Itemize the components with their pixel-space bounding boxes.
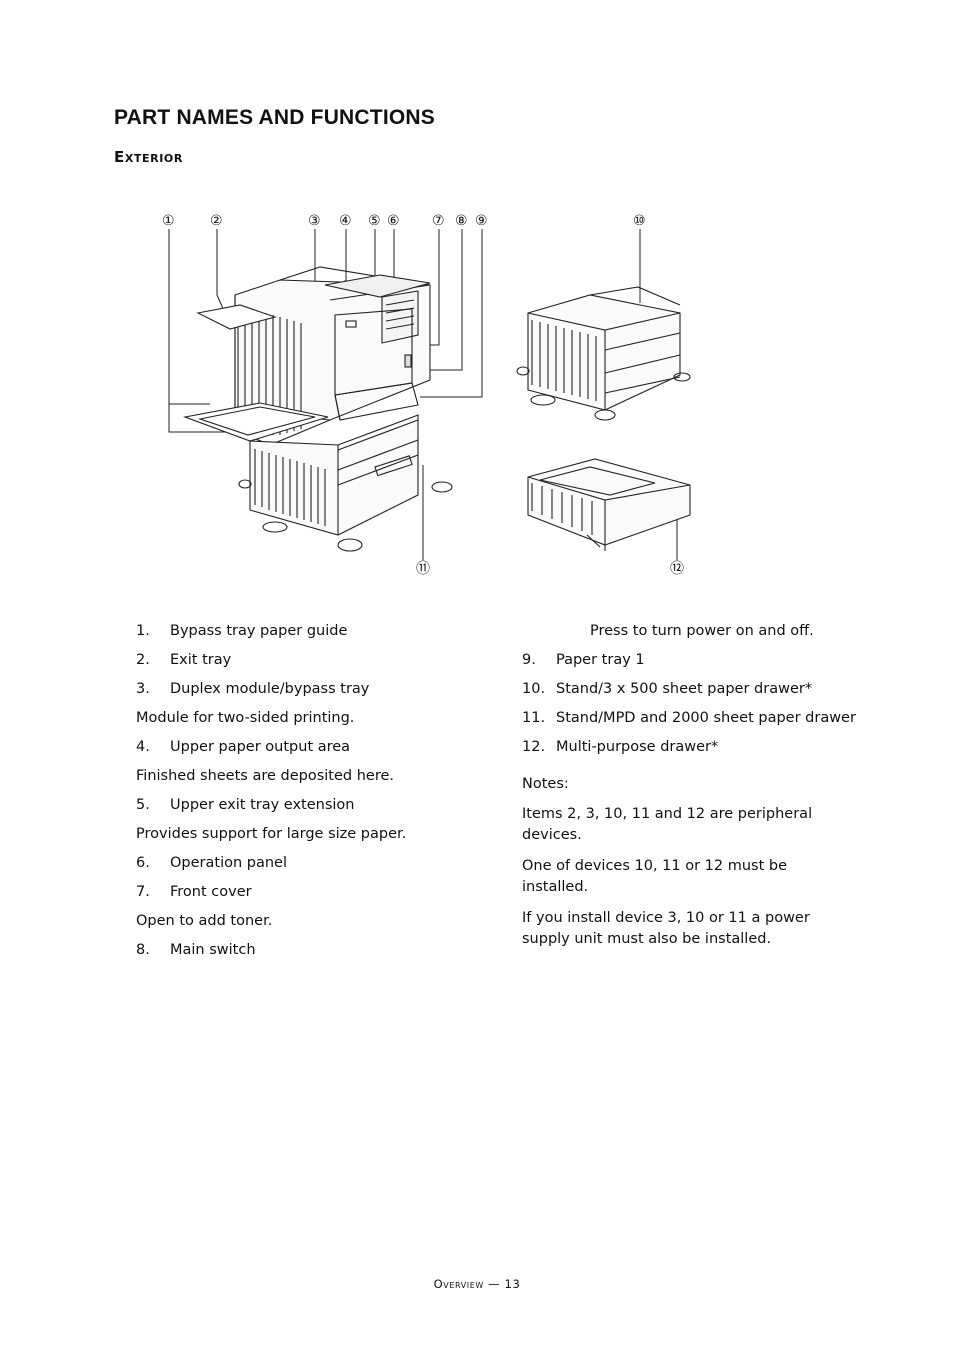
callout-7: ⑦ xyxy=(432,213,445,229)
part-description: Press to turn power on and off. xyxy=(590,623,814,639)
exterior-diagram: ① ② ③ ④ ⑤ ⑥ ⑦ ⑧ ⑨ ⑩ ⑪ ⑫ xyxy=(150,205,710,589)
part-number: 5. xyxy=(136,797,150,813)
part-number: 9. xyxy=(522,652,536,668)
part-label: Paper tray 1 xyxy=(556,652,645,668)
callout-8: ⑧ xyxy=(455,213,468,229)
part-number: 11. xyxy=(522,710,546,726)
part-description: Open to add toner. xyxy=(136,913,273,929)
part-label: Main switch xyxy=(170,942,256,958)
part-number: 3. xyxy=(136,681,150,697)
page-title: Part Names and Functions xyxy=(114,106,435,129)
part-number: 10. xyxy=(522,681,546,697)
part-item: 8. Main switch xyxy=(136,936,406,965)
part-item: 3. Duplex module/bypass tray xyxy=(136,675,406,704)
part-item: 5. Upper exit tray extension xyxy=(136,791,406,820)
stand-3x500-drawer-drawing xyxy=(516,286,691,421)
multi-purpose-drawer-drawing xyxy=(527,458,691,551)
part-number: 6. xyxy=(136,855,150,871)
part-label: Stand/MPD and 2000 sheet paper drawer xyxy=(556,710,856,726)
callout-10: ⑩ xyxy=(633,213,646,229)
part-label: Bypass tray paper guide xyxy=(170,623,348,639)
part-description: Provides support for large size paper. xyxy=(136,826,407,842)
callout-11: ⑪ xyxy=(416,561,430,577)
part-label: Upper exit tray extension xyxy=(170,797,355,813)
part-number: 7. xyxy=(136,884,150,900)
part-number: 2. xyxy=(136,652,150,668)
part-label: Front cover xyxy=(170,884,252,900)
callout-4: ④ xyxy=(339,213,352,229)
part-number: 4. xyxy=(136,739,150,755)
part-item: 9. Paper tray 1 xyxy=(522,646,856,675)
callout-2: ② xyxy=(210,213,223,229)
part-description: Finished sheets are deposited here. xyxy=(136,768,394,784)
notes-heading: Notes: xyxy=(522,776,569,792)
part-label: Stand/3 x 500 sheet paper drawer* xyxy=(556,681,813,697)
callout-3: ③ xyxy=(308,213,321,229)
part-item: 7. Front cover xyxy=(136,878,406,907)
callout-12: ⑫ xyxy=(670,561,684,577)
part-label: Multi-purpose drawer* xyxy=(556,739,719,755)
part-number: 1. xyxy=(136,623,150,639)
part-item: 1. Bypass tray paper guide xyxy=(136,617,406,646)
note-line: Items 2, 3, 10, 11 and 12 are peripheral… xyxy=(522,806,813,843)
part-item: 11. Stand/MPD and 2000 sheet paper drawer xyxy=(522,704,856,733)
part-item: 6. Operation panel xyxy=(136,849,406,878)
part-label: Duplex module/bypass tray xyxy=(170,681,370,697)
part-number: 8. xyxy=(136,942,150,958)
callout-1: ① xyxy=(162,213,175,229)
note-line: One of devices 10, 11 or 12 must be inst… xyxy=(522,858,788,895)
notes-section: Notes: Items 2, 3, 10, 11 and 12 are per… xyxy=(522,774,852,960)
part-item: 2. Exit tray xyxy=(136,646,406,675)
main-printer-drawing xyxy=(182,266,453,552)
part-item: 4. Upper paper output area xyxy=(136,733,406,762)
part-number: 12. xyxy=(522,739,546,755)
part-label: Upper paper output area xyxy=(170,739,351,755)
part-item: 12. Multi-purpose drawer* xyxy=(522,733,856,762)
part-description: Module for two-sided printing. xyxy=(136,710,355,726)
callout-9: ⑨ xyxy=(475,213,488,229)
callout-6: ⑥ xyxy=(387,213,400,229)
note-line: If you install device 3, 10 or 11 a powe… xyxy=(522,910,810,947)
part-label: Operation panel xyxy=(170,855,287,871)
parts-list-left: 1. Bypass tray paper guide 2. Exit tray 3. Du… xyxy=(136,617,406,965)
section-subtitle: Exterior xyxy=(114,148,183,166)
callout-5: ⑤ xyxy=(368,213,381,229)
page-footer: Overview — 13 xyxy=(433,1277,521,1291)
part-item: 10. Stand/3 x 500 sheet paper drawer* xyxy=(522,675,856,704)
parts-list-right: Press to turn power on and off. 9. Paper t… xyxy=(522,617,856,762)
part-label: Exit tray xyxy=(170,652,232,668)
